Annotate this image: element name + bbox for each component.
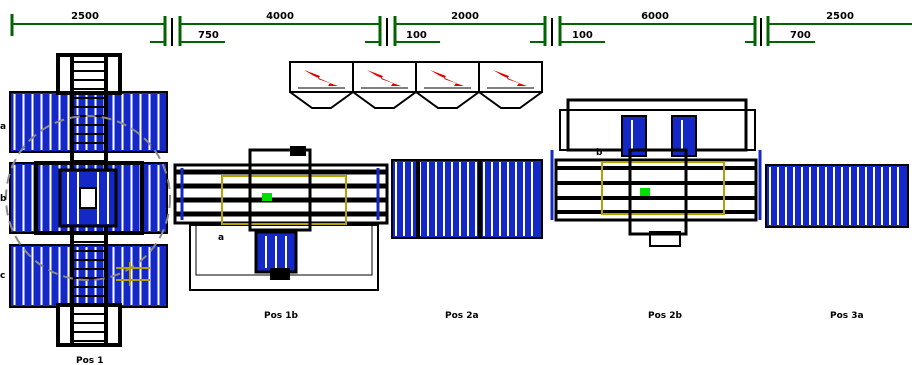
machine-4-marker: b xyxy=(596,148,603,158)
dimension-chain: 2500 4000 2000 6000 2500 750 100 100 700 xyxy=(10,11,912,46)
guide-rails xyxy=(116,262,150,286)
station-label-pos-1: Pos 1 xyxy=(76,356,104,365)
chute-cell xyxy=(415,61,480,93)
machine-4-top xyxy=(566,98,748,152)
rotation-circle xyxy=(5,115,171,281)
station-label-5: Pos 3a xyxy=(830,311,864,321)
offset-label-4: 700 xyxy=(790,30,811,41)
sensor-light-1 xyxy=(262,193,272,201)
sensor-light-2 xyxy=(640,188,650,196)
machine-4-posts xyxy=(550,150,762,220)
offset-label-1: 750 xyxy=(198,30,219,41)
flow-arrow-icon xyxy=(430,70,464,86)
flow-arrow-icon xyxy=(367,70,401,86)
side-marker-b: b xyxy=(0,194,7,204)
turntable-core-slats xyxy=(67,172,109,224)
machine-4-frame xyxy=(554,158,758,222)
machine-4-head-slats xyxy=(631,120,683,150)
chute-conveyor xyxy=(289,61,543,109)
station-label-3: Pos 2a xyxy=(445,311,479,321)
dimension-line-main xyxy=(12,23,912,43)
roller-conveyor-2-dividers xyxy=(416,160,482,238)
dimension-label-4: 6000 xyxy=(641,11,669,22)
roller-slats xyxy=(769,167,899,225)
dimension-label-5: 2500 xyxy=(826,11,854,22)
station-label-4: Pos 2b xyxy=(648,311,683,321)
machine-cross-bars xyxy=(175,169,387,217)
dimension-ticks xyxy=(10,14,770,46)
machine-posts xyxy=(180,168,380,220)
flow-arrow-icon xyxy=(493,70,527,86)
dimension-end-stubs xyxy=(171,18,762,46)
station-1-turntable: a b c Pos 1 xyxy=(0,53,171,365)
machine-4-cross-bars xyxy=(556,166,756,214)
roller-bed-bottom xyxy=(9,244,168,308)
machine-4-guide-box xyxy=(601,161,725,215)
machine-guide-box xyxy=(221,175,347,225)
turntable-frame xyxy=(34,161,144,235)
lift-foot xyxy=(270,268,290,280)
dimension-label-2: 4000 xyxy=(266,11,294,22)
chute-hopper xyxy=(352,91,417,109)
roller-conveyor-4 xyxy=(765,164,909,228)
lift-slats xyxy=(265,236,287,268)
transfer-bottom-end xyxy=(56,303,122,347)
chute-hopper xyxy=(415,91,480,109)
turntable-center xyxy=(79,187,97,209)
machine-4-head-frame xyxy=(628,148,688,236)
side-marker-c: c xyxy=(0,271,5,281)
side-marker-a: a xyxy=(0,122,6,132)
machine-head xyxy=(248,148,312,232)
station-5-roller-conveyor: Pos 3a xyxy=(765,164,909,321)
offset-label-2: 100 xyxy=(406,30,427,41)
dimension-label-1: 2500 xyxy=(71,11,99,22)
transfer-top-end xyxy=(56,53,122,95)
offset-label-3: 100 xyxy=(572,30,593,41)
station-2-machine: a Pos 1b xyxy=(173,146,389,321)
station-4-machine: b Pos 2b xyxy=(550,98,762,321)
station-label-2: Pos 1b xyxy=(264,311,299,321)
machine-head-cap xyxy=(290,146,306,156)
machine-marker: a xyxy=(218,233,224,243)
chute-cell xyxy=(289,61,354,93)
chute-hopper xyxy=(289,91,354,109)
flow-arrow-icon xyxy=(304,70,338,86)
dimension-label-3: 2000 xyxy=(451,11,479,22)
chute-cell xyxy=(478,61,543,93)
chute-hopper xyxy=(478,91,543,109)
station-3-roller-conveyor: Pos 2a xyxy=(391,159,543,321)
machine-4-foot xyxy=(649,231,681,247)
